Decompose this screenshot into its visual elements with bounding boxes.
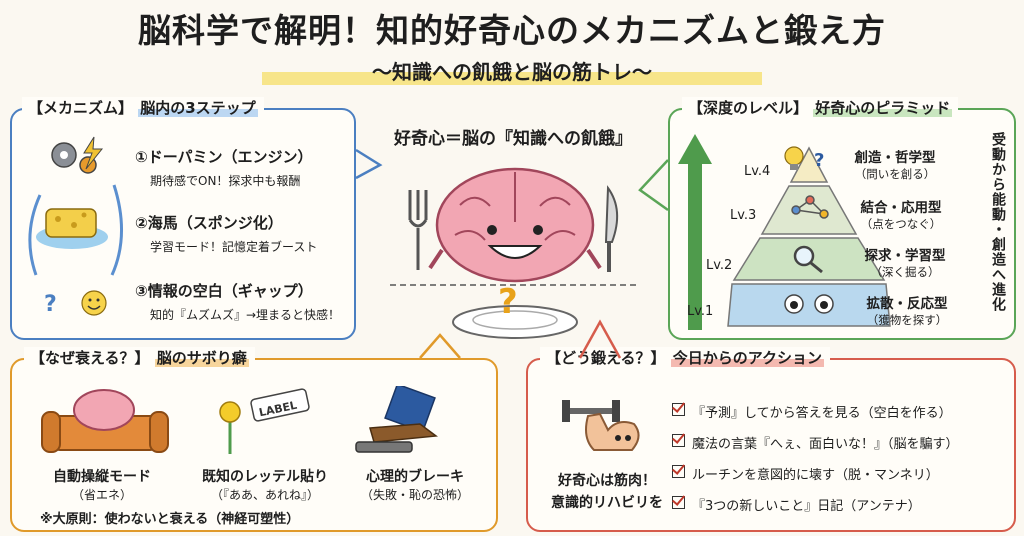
decline-heading-text: 脳のサボり癖 [154,349,249,367]
level-1-sub: （獲物を探す） [866,313,948,327]
decline-item-2-title: 既知のレッテル貼り [202,469,328,485]
pyramid-heading-text: 好奇心のピラミッド [813,99,953,117]
training-heading-text: 今日からのアクション [670,349,825,367]
pyramid-tier-3 [760,185,858,235]
center-caption: 好奇心＝脳の『知識への飢餓』 [394,129,632,149]
pyramid-heading: 【深度のレベル】 好奇心のピラミッド [682,97,959,118]
level-2-title: 探求・学習型 [864,248,946,264]
decline-item-3-sub: （失敗・恥の恐怖） [360,488,469,502]
mechanism-heading: 【メカニズム】 脳内の3ステップ [22,97,264,118]
training-heading: 【どう鍛える？】 今日からのアクション [540,347,831,368]
step-2-desc: 学習モード！記憶定着ブースト [150,240,318,254]
step-1-title: ①ドーパミン（エンジン） [135,148,313,166]
decline-item-1-title: 自動操縦モード [53,469,151,485]
level-label-2: Lv.2 [706,258,733,273]
level-1-title: 拡散・反応型 [866,296,948,312]
muscle-caption-1: 好奇心は筋肉！ [558,473,656,489]
step-1-desc: 期待感でON！探求中も報酬 [150,174,301,188]
level-4-title: 創造・哲学型 [854,150,936,166]
sofa-brain-icon [41,389,169,453]
mechanism-icons: ? [28,136,123,317]
level-4-sub: （問いを創る） [854,167,936,181]
muscle-arm-icon [562,400,640,451]
decline-heading-tag: 【なぜ衰える？】 [30,349,150,367]
training-heading-tag: 【どう鍛える？】 [546,349,666,367]
action-2-checkbox-icon [672,434,685,447]
svg-text:?: ? [44,292,57,317]
muscle-caption-2: 意識的リハビリを [551,495,663,511]
brain-illustration [390,167,640,339]
sponge-icon [36,208,108,249]
action-4-checkbox-icon [672,496,685,509]
lightbulb-icon: ? [784,146,824,171]
action-3-text: ルーチンを意図的に壊す（脱・マンネリ） [692,468,939,483]
decline-principle: ※大原則：使わないと衰える（神経可塑性） [40,512,300,527]
step-3-desc: 知的『ムズムズ』→埋まると快感！ [150,308,341,322]
action-1-text: 『予測』してから答えを見る（空白を作る） [692,406,952,421]
mechanism-heading-tag: 【メカニズム】 [28,99,134,117]
pyramid-tier-4 [789,146,829,183]
cycle-arrows-icon [28,184,123,276]
action-3-checkbox-icon [672,465,685,478]
level-label-1: Lv.1 [687,304,714,319]
action-2-text: 魔法の言葉『へぇ、面白いな！』（脳を騙す） [692,437,959,452]
page-title: 脳科学で解明！知的好奇心のメカニズムと鍛え方 [138,11,886,50]
decline-item-2-sub: （『ああ、あれね』） [210,488,319,502]
level-3-title: 結合・応用型 [860,200,942,216]
mechanism-heading-text: 脳内の3ステップ [138,99,258,117]
gear-icon [51,136,104,174]
action-1-checkbox-icon [672,403,685,416]
eyes-icon [784,294,834,314]
decline-item-3-title: 心理的ブレーキ [366,469,464,485]
evolution-label: 受動から能動・創造へ進化 [990,132,1006,312]
dandelion-label-icon: LABEL [219,388,310,454]
question-smile-icon: ? [44,290,107,317]
step-2-title: ②海馬（スポンジ化） [135,214,283,232]
level-3-sub: （点をつなぐ） [860,217,942,231]
decline-item-1-sub: （省エネ） [71,488,132,502]
level-label-3: Lv.3 [730,208,757,223]
question-mark-icon: ? [498,282,518,322]
pyramid-heading-tag: 【深度のレベル】 [688,99,809,117]
network-icon [791,195,829,219]
decline-illustrations: LABEL [41,386,438,454]
page-subtitle: 〜知識への飢餓と脳の筋トレ〜 [262,56,762,85]
knife-icon [604,185,619,272]
plate-icon [452,305,578,339]
level-2-sub: （深く掘る） [870,265,940,279]
level-label-4: Lv.4 [744,164,771,179]
magnifier-icon [793,245,823,274]
upward-arrow-icon [678,134,712,330]
decline-heading: 【なぜ衰える？】 脳のサボり癖 [24,347,255,368]
brake-pedal-icon [355,386,438,453]
action-4-text: 『3つの新しいこと』日記（アンテナ） [692,499,921,514]
pyramid-chart: ? [678,134,891,330]
pyramid-tier-1 [727,283,891,327]
step-3-title: ③情報の空白（ギャップ） [135,282,313,300]
fork-icon [408,190,428,270]
svg-text:?: ? [814,150,824,171]
brain-icon [428,167,602,283]
